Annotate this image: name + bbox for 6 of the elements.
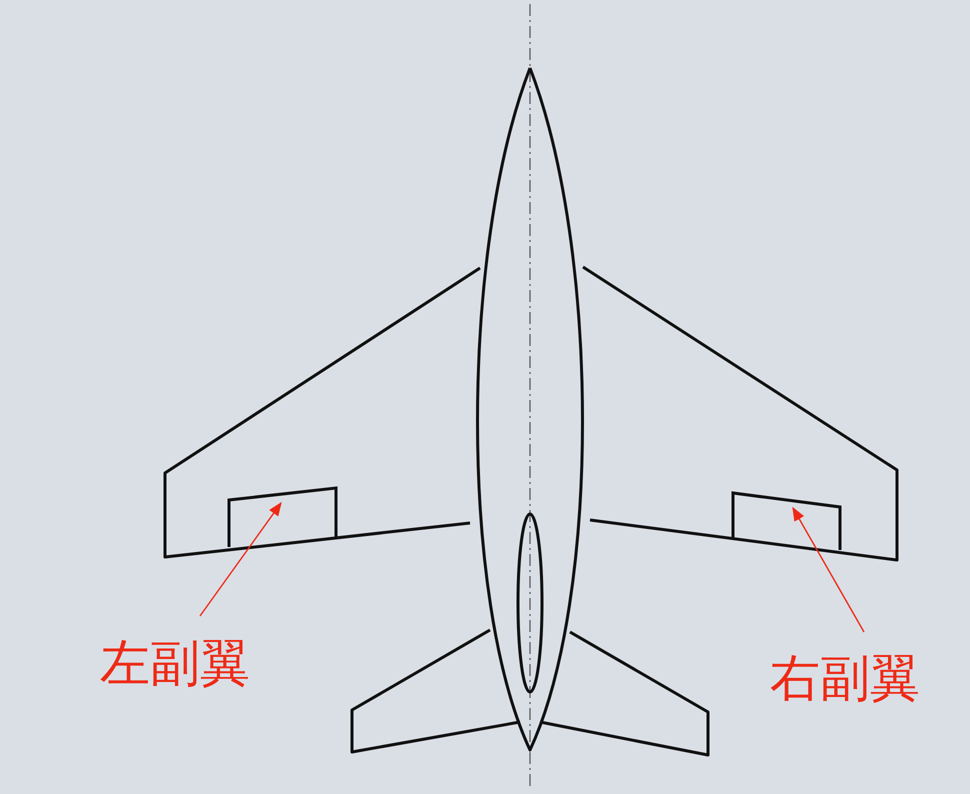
- part-label: 左副翼: [100, 638, 250, 688]
- arrow: [792, 506, 865, 632]
- part-label: 右副翼: [770, 653, 920, 703]
- aileron-outline: [227, 486, 339, 549]
- aileron-outline: [731, 491, 843, 552]
- arrow: [199, 502, 282, 616]
